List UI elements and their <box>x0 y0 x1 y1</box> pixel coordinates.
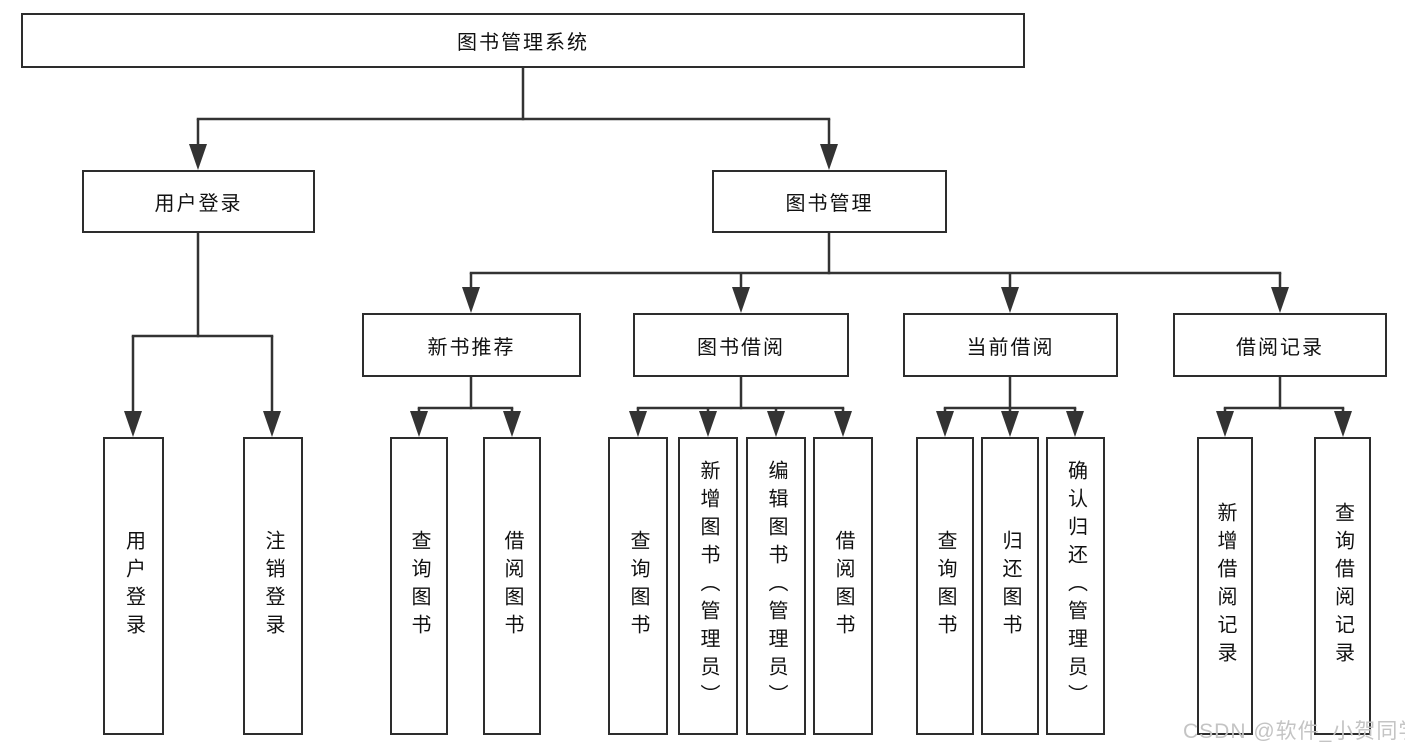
csdn-watermark: CSDN @软件_小贺同学 <box>1183 720 1405 743</box>
node-add-borrow-record: 新增借阅记录 <box>1197 437 1253 735</box>
node-query-books-1: 查询图书 <box>390 437 448 735</box>
connector-book-borrow-to-children <box>629 377 852 437</box>
node-logout-leaf: 注销登录 <box>243 437 303 735</box>
node-edit-book-admin: 编辑图书（管理员） <box>746 437 806 735</box>
node-borrow-records: 借阅记录 <box>1173 313 1387 377</box>
node-add-book-admin: 新增图书（管理员） <box>678 437 738 735</box>
node-borrow-books-2: 借阅图书 <box>813 437 873 735</box>
connector-new-books-to-children <box>410 377 521 437</box>
connector-user-login-to-children <box>124 233 281 437</box>
node-book-borrow: 图书借阅 <box>633 313 849 377</box>
node-borrow-books-1: 借阅图书 <box>483 437 541 735</box>
node-user-login-leaf: 用户登录 <box>103 437 164 735</box>
node-new-books: 新书推荐 <box>362 313 581 377</box>
connector-current-borrow-to-children <box>936 377 1084 437</box>
node-current-borrow: 当前借阅 <box>903 313 1118 377</box>
node-root: 图书管理系统 <box>21 13 1025 68</box>
connector-book-mgmt-to-level3 <box>462 233 1289 313</box>
node-query-books-2: 查询图书 <box>608 437 668 735</box>
node-user-login-branch: 用户登录 <box>82 170 315 233</box>
node-confirm-return-admin: 确认归还（管理员） <box>1046 437 1105 735</box>
node-return-book: 归还图书 <box>981 437 1039 735</box>
node-query-books-3: 查询图书 <box>916 437 974 735</box>
node-book-mgmt-branch: 图书管理 <box>712 170 947 233</box>
node-query-borrow-record: 查询借阅记录 <box>1314 437 1371 735</box>
connector-borrow-records-to-children <box>1216 377 1352 437</box>
connector-root-to-level2 <box>189 68 838 170</box>
